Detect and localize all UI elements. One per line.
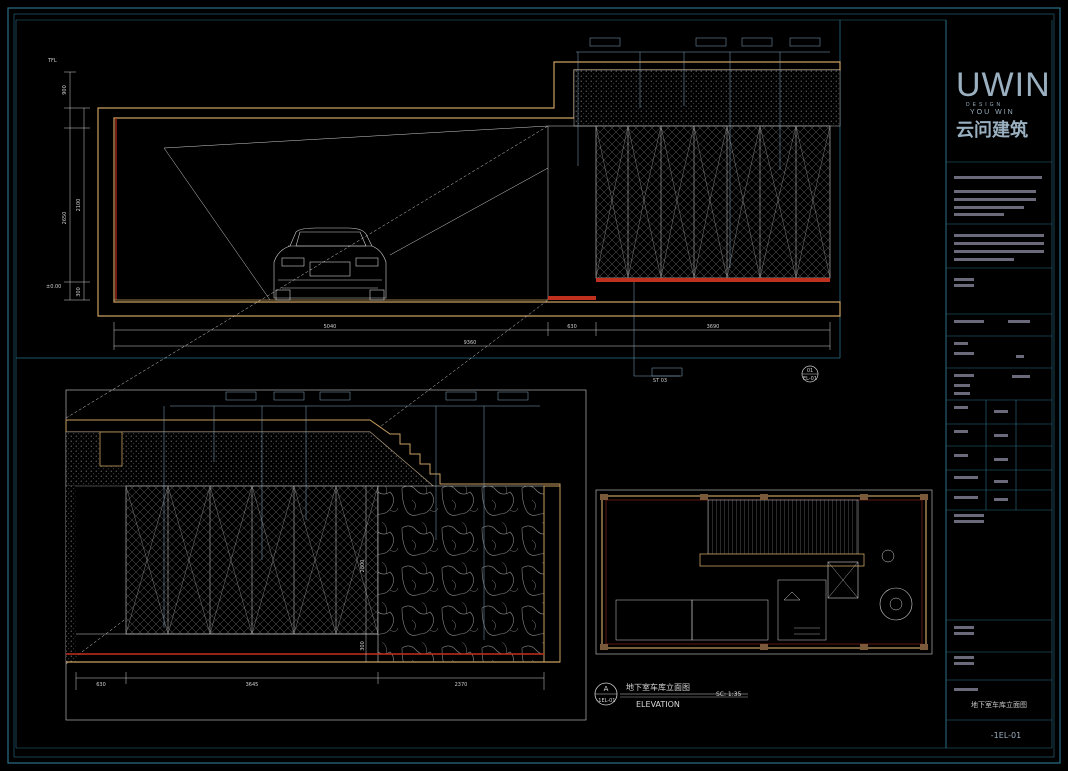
lower-dim-2: 3645 (246, 682, 259, 688)
dim-bottom-1: 5040 (324, 324, 337, 330)
sheet-name: 地下室车库立面图 (971, 700, 1027, 709)
upper-elevation: 900 2650 2100 300 TFL ±0.00 5040 630 369… (46, 37, 841, 384)
sheet-number: -1EL-01 (991, 731, 1021, 740)
lower-dim-base: 300 (360, 641, 366, 651)
floor-plan (595, 489, 933, 655)
lower-dim-3: 2370 (455, 682, 468, 688)
inner-frame (13, 13, 1055, 758)
callout-top: 01 (807, 368, 813, 374)
level-mark-floor: ±0.00 (46, 284, 61, 290)
lower-dim-1: 630 (96, 682, 106, 688)
lower-dim-height: 2800 (360, 560, 366, 573)
plant-icon (881, 549, 895, 563)
dim-left-3: 2100 (76, 199, 82, 212)
elevation-title: A -1EL-01 地下室车库立面图 ELEVATION SC: 1:35 (594, 682, 748, 709)
title-block: UWIN DESIGN YOU WIN 云问建筑 (946, 66, 1052, 740)
elevation-mark-bottom: -1EL-01 (596, 698, 615, 704)
dim-left-4: 300 (76, 287, 82, 297)
logo-cn: 云问建筑 (956, 119, 1028, 141)
level-mark-top: TFL (47, 58, 57, 64)
elevation-title-cn: 地下室车库立面图 (626, 682, 690, 692)
dim-bottom-2: 630 (567, 324, 577, 330)
callout-bottom: EL-01 (803, 376, 817, 382)
elevation-mark-top: A (604, 685, 609, 693)
logo-text: UWIN (956, 66, 1051, 104)
logo-sub2: YOU WIN (970, 109, 1015, 116)
round-table-icon (879, 587, 913, 621)
tag-bottom: ST 03 (653, 378, 667, 384)
dim-total: 9360 (464, 340, 477, 346)
lower-elevation: 630 3645 2370 2800 300 (65, 389, 587, 721)
dim-bottom-3: 3690 (707, 324, 720, 330)
outer-frame (7, 7, 1061, 764)
dim-left-2: 2650 (62, 212, 68, 225)
elevation-scale: SC: 1:35 (716, 691, 742, 698)
dim-left-1: 900 (62, 85, 68, 95)
logo-sub1: DESIGN (966, 102, 1003, 108)
car-icon (273, 227, 387, 301)
elevation-title-en: ELEVATION (636, 700, 680, 709)
